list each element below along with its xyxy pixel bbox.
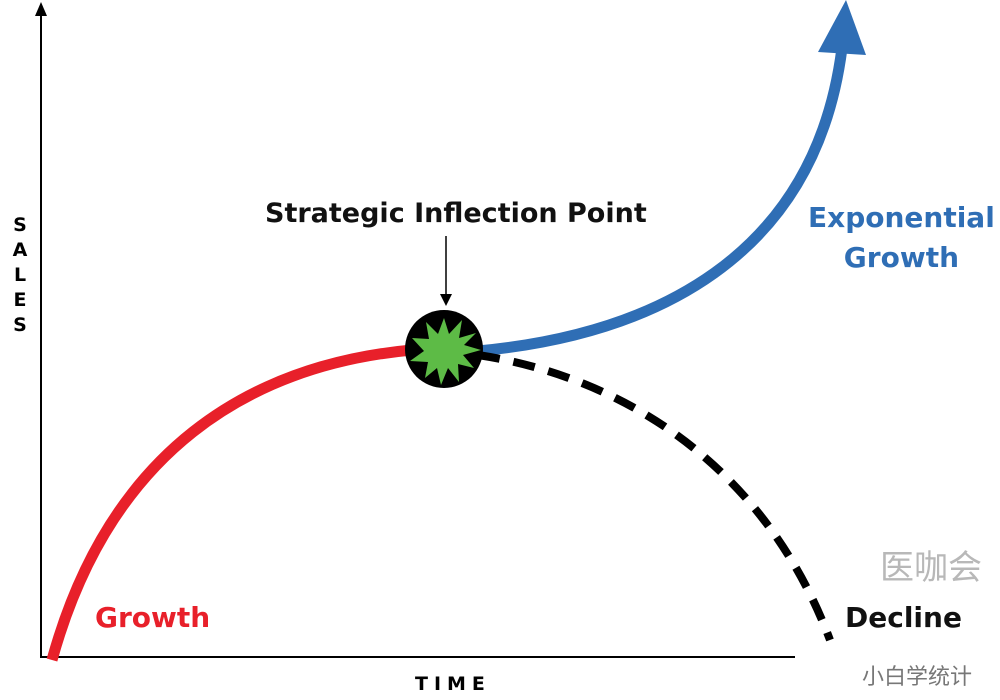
watermark-line1: 医咖会 [880,548,982,588]
y-axis-letter: E [13,289,27,311]
decline-label: Decline [845,601,962,634]
exponential-growth-label: Exponential Growth [808,198,995,278]
watermark-line2: 小白学统计 [862,665,973,690]
y-axis-arrow-icon [35,2,47,16]
exponential-curve [477,47,848,357]
burst-icon [410,318,481,385]
exponential-label-line1: Exponential [808,201,995,234]
exponential-label-line2: Growth [843,241,960,274]
y-axis-letter: L [13,264,27,286]
y-axis-letter: S [13,314,27,336]
exponential-arrow-icon [818,0,866,55]
decline-curve [477,351,834,642]
y-axis-letter: S [13,214,27,236]
x-axis-label: TIME [415,673,491,695]
y-axis-letter: A [12,239,28,261]
y-axis-label: S A L E S [10,213,30,338]
growth-label: Growth [95,601,211,634]
inflection-point-title: Strategic Inflection Point [265,198,647,229]
growth-curve [46,344,413,662]
